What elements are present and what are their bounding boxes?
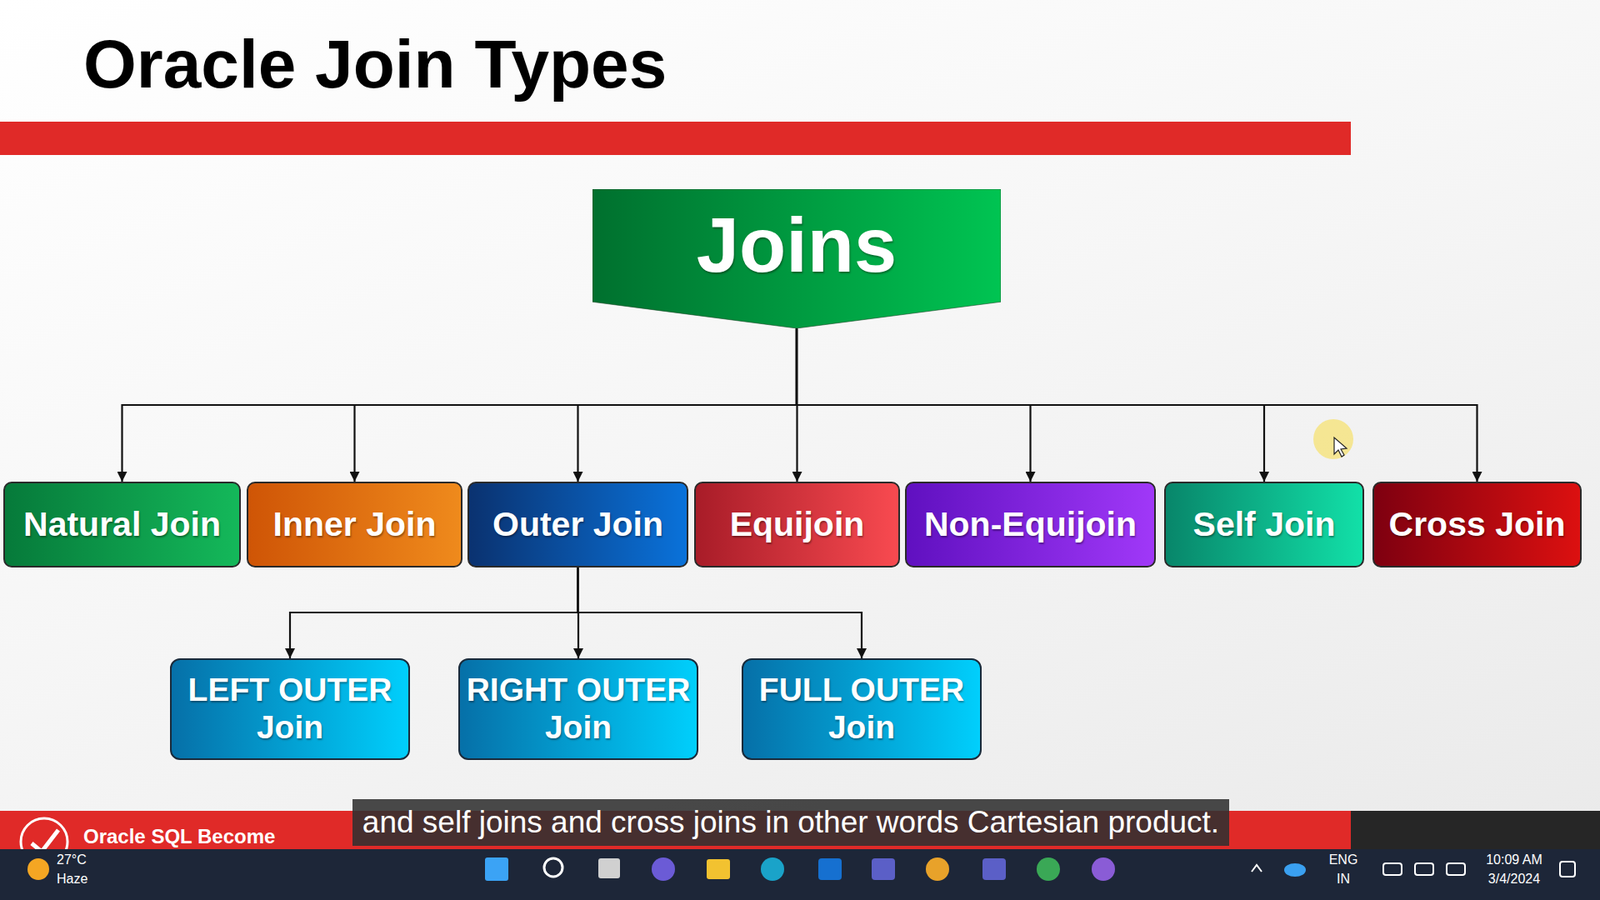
logo-check — [31, 830, 59, 852]
chrome-icon — [1036, 857, 1060, 881]
sub-join-box: RIGHT OUTER Join — [458, 658, 699, 760]
sub-join-box: LEFT OUTER Join — [170, 658, 410, 760]
root-label: Joins — [696, 201, 897, 290]
teams-icon — [871, 858, 895, 880]
join-type-box: Natural Join — [3, 481, 241, 568]
notification-icon — [1560, 861, 1575, 877]
weather-condition: Haze — [56, 871, 88, 887]
chat-icon — [651, 857, 675, 881]
search-icon — [544, 858, 563, 877]
taskbar — [0, 849, 1600, 900]
pentagon-outline — [592, 189, 1001, 329]
join-label: Equijoin — [730, 505, 865, 545]
outlook-icon — [818, 858, 842, 880]
join-label: Outer Join — [492, 505, 664, 545]
join-type-box: Outer Join — [467, 481, 689, 568]
clock-time: 10:09 AM — [1485, 852, 1543, 868]
join-label: Non-Equijoin — [924, 505, 1137, 545]
join-type-box: Inner Join — [246, 481, 463, 568]
join-type-box: Cross Join — [1372, 481, 1582, 568]
join-label: Self Join — [1193, 505, 1336, 545]
tree-connector — [578, 567, 863, 659]
tray-icon — [1415, 863, 1434, 875]
mouse-cursor — [1334, 437, 1347, 457]
tree-connector — [122, 328, 798, 482]
root-pentagon: Joins — [592, 189, 1001, 329]
join-label: Cross Join — [1389, 505, 1566, 545]
slide-title: Oracle Join Types — [83, 25, 667, 104]
edge-icon — [760, 857, 785, 881]
onedrive-icon — [1284, 863, 1306, 877]
tree-connector — [290, 567, 579, 659]
join-label: RIGHT OUTER Join — [465, 671, 692, 747]
join-label: LEFT OUTER Join — [176, 671, 404, 747]
battery-icon — [1446, 863, 1465, 875]
footer-dark-bar — [1350, 810, 1600, 850]
clock-date: 3/4/2024 — [1488, 871, 1540, 887]
tree-connector — [578, 328, 798, 482]
start-icon — [485, 857, 509, 881]
folder-icon — [706, 859, 730, 880]
join-type-box: Self Join — [1164, 481, 1365, 568]
tree-connector — [355, 328, 798, 482]
teams-new-icon — [982, 858, 1006, 880]
tray-icon — [1383, 863, 1402, 875]
join-type-box: Non-Equijoin — [905, 481, 1156, 568]
join-label: Inner Join — [273, 505, 437, 545]
weather-icon — [27, 858, 50, 880]
taskbar-icons — [485, 857, 1575, 881]
weather-temperature: 27°C — [56, 852, 87, 868]
language-code: ENG — [1329, 852, 1359, 868]
join-label: Natural Join — [23, 505, 221, 545]
tray-chevron — [1251, 865, 1262, 872]
join-type-box: Equijoin — [694, 481, 900, 568]
sub-join-box: FULL OUTER Join — [741, 658, 982, 760]
taskview-icon — [598, 858, 620, 879]
join-label: FULL OUTER Join — [748, 671, 975, 747]
cursor-highlight — [1313, 419, 1354, 460]
github-icon — [1091, 857, 1115, 881]
footer-course-name: Oracle SQL Become — [83, 825, 275, 849]
chrome-icon — [925, 857, 950, 881]
subtitle-caption: and self joins and cross joins in other … — [352, 799, 1230, 846]
region-code: IN — [1336, 871, 1350, 887]
title-bar — [0, 121, 1351, 155]
tree-connector — [796, 328, 1478, 482]
